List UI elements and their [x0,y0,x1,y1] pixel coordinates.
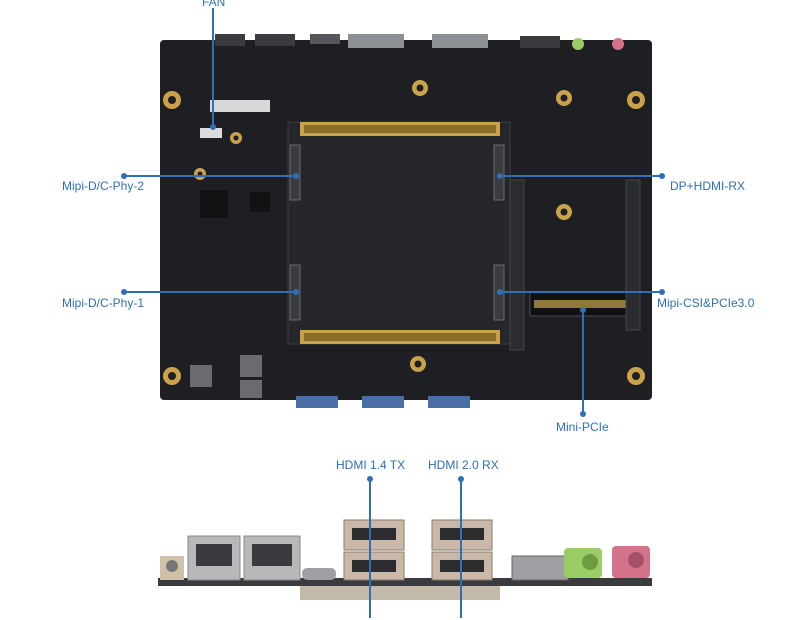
fan-label: FAN [202,0,226,9]
hdmi-tx-label: HDMI 1.4 TX [336,458,406,472]
mipi-phy2-label: Mipi-D/C-Phy-2 [62,179,145,193]
mipi-csi-pcie-leader [500,291,662,293]
dp-hdmi-rx-leader-start [497,173,503,179]
mipi-phy2-leader-dot [121,173,127,179]
fan-leader-dot [210,124,216,130]
dp-hdmi-rx-leader-dot [659,173,665,179]
hdmi-tx-leader-dot [367,476,373,482]
hdmi-rx-leader-dot [458,476,464,482]
mipi-phy2-leader [124,175,296,177]
hdmi-rx-label: HDMI 2.0 RX [428,458,499,472]
dp-hdmi-rx-label: DP+HDMI-RX [670,179,746,193]
mipi-phy1-leader-dot [121,289,127,295]
fan-leader [212,8,214,126]
mipi-phy2-leader-end [293,173,299,179]
dp-hdmi-rx-leader [500,175,662,177]
mini-pcie-leader-start [580,307,586,313]
mini-pcie-label: Mini-PCIe [556,420,609,434]
mipi-phy1-leader [124,291,296,293]
board-side-view [158,519,652,600]
mini-pcie-leader-dot [580,411,586,417]
mipi-phy1-leader-end [293,289,299,295]
board-top-view [160,34,652,408]
hdmi-tx-leader [369,478,371,618]
mipi-phy1-label: Mipi-D/C-Phy-1 [62,296,145,310]
mipi-csi-pcie-leader-dot [659,289,665,295]
mipi-csi-pcie-label: Mipi-CSI&PCIe3.0 [657,296,755,310]
mini-pcie-leader [582,310,584,414]
hdmi-rx-leader [460,478,462,618]
mipi-csi-pcie-leader-start [497,289,503,295]
